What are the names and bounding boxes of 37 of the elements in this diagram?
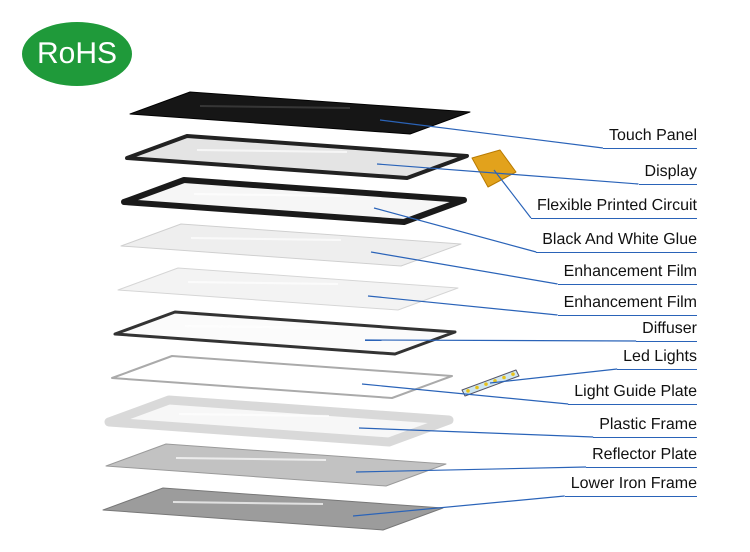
part-label: Display xyxy=(638,163,697,185)
film-layer xyxy=(118,268,458,310)
part-label: Led Lights xyxy=(617,348,697,370)
iron-frame xyxy=(102,488,444,530)
leader-line xyxy=(494,170,532,218)
part-label: Reflector Plate xyxy=(586,446,697,468)
plastic-frame xyxy=(104,396,454,446)
part-label: Enhancement Film xyxy=(558,263,697,285)
leader-line xyxy=(362,383,568,405)
light-guide-plate xyxy=(111,355,453,399)
glue-frame-layer xyxy=(121,177,467,225)
reflector-plate xyxy=(106,444,446,486)
leader-line xyxy=(358,427,594,438)
diffuser-layer xyxy=(114,310,456,356)
part-label: Black And White Glue xyxy=(536,231,697,253)
leader-line xyxy=(376,163,639,185)
touch-panel-layer xyxy=(130,92,470,134)
part-label: Light Guide Plate xyxy=(568,383,697,405)
part-label: Enhancement Film xyxy=(558,294,697,316)
part-label: Plastic Frame xyxy=(593,416,697,438)
flex-circuit xyxy=(472,150,516,188)
certification-badge: RoHS xyxy=(22,22,132,86)
film-layer xyxy=(120,224,462,266)
leader-line xyxy=(368,295,558,316)
part-label: Touch Panel xyxy=(602,127,697,149)
part-label: Lower Iron Frame xyxy=(564,475,697,497)
leader-line xyxy=(352,495,565,517)
led-strip xyxy=(462,370,520,396)
leader-line xyxy=(380,119,604,149)
leader-line xyxy=(490,368,618,384)
leader-line xyxy=(365,339,636,342)
leader-line xyxy=(370,251,558,285)
part-label: Diffuser xyxy=(636,320,697,342)
leader-line xyxy=(356,466,586,473)
leader-line xyxy=(374,207,536,253)
part-label: Flexible Printed Circuit xyxy=(530,197,697,219)
display-layer xyxy=(125,134,469,180)
